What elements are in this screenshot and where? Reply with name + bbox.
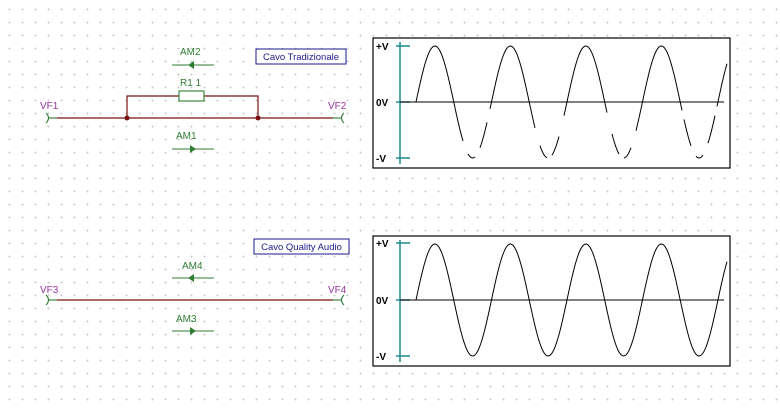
oscilloscope-top-label-min: -V <box>376 154 386 165</box>
oscilloscope-top-label-mid: 0V <box>376 98 389 109</box>
oscilloscope-top-label-max: +V <box>376 42 389 53</box>
oscilloscope-bottom-label-min: -V <box>376 352 386 363</box>
wire-top-left-branch <box>127 96 179 118</box>
ammeter-am3-icon[interactable] <box>172 327 214 335</box>
probe-vf3-label: VF3 <box>40 285 59 296</box>
oscilloscope-bottom-label-mid: 0V <box>376 296 389 307</box>
probe-vf2-icon[interactable] <box>333 113 344 123</box>
probe-vf4-icon[interactable] <box>333 295 344 305</box>
ammeter-am4-label: AM4 <box>182 261 203 272</box>
ammeter-am3-label: AM3 <box>176 314 197 325</box>
ammeter-am4-icon[interactable] <box>172 274 214 282</box>
probe-vf3-icon[interactable] <box>46 295 57 305</box>
oscilloscope-bottom-label-max: +V <box>376 239 389 250</box>
ammeter-am1-label: AM1 <box>176 131 197 142</box>
circuit-top-title: Cavo Tradizionale <box>263 52 339 63</box>
probe-vf2-label: VF2 <box>328 101 347 112</box>
resistor-r1[interactable] <box>179 91 204 101</box>
circuit-top: Cavo Tradizionale VF1 VF2 R1 1 AM2 AM1 <box>40 47 347 153</box>
probe-vf4-label: VF4 <box>328 285 347 296</box>
circuit-bottom-title: Cavo Quality Audio <box>261 242 342 253</box>
resistor-r1-label: R1 1 <box>180 78 202 89</box>
probe-vf1-icon[interactable] <box>46 113 57 123</box>
ammeter-am2-label: AM2 <box>180 47 201 58</box>
circuit-bottom: Cavo Quality Audio VF3 VF4 AM4 AM3 <box>40 239 349 335</box>
oscilloscope-bottom[interactable]: +V 0V -V <box>373 236 730 366</box>
ammeter-am2-icon[interactable] <box>172 61 214 69</box>
junction-node-left <box>125 116 130 121</box>
ammeter-am1-icon[interactable] <box>172 145 214 153</box>
probe-vf1-label: VF1 <box>40 101 59 112</box>
junction-node-right <box>256 116 261 121</box>
oscilloscope-top[interactable]: +V 0V -V <box>373 38 730 168</box>
wire-top-right-branch <box>204 96 258 118</box>
